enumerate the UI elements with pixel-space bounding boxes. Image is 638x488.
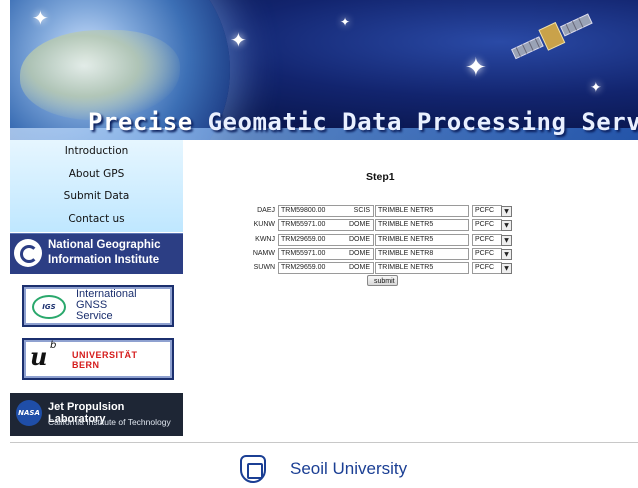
star-icon: ✦	[465, 53, 487, 83]
seoil-emblem-icon	[240, 455, 266, 483]
chevron-down-icon[interactable]: ▼	[501, 248, 512, 260]
jpl-name: Jet Propulsion Laboratory	[48, 401, 125, 425]
station-code: KWNJ	[255, 235, 275, 243]
radome-value: DOME	[349, 249, 370, 257]
bern-u-icon: u	[30, 342, 48, 371]
menu-item-about-gps[interactable]: About GPS	[68, 167, 125, 180]
igs-name-line3: Service	[76, 310, 113, 322]
receiver-input[interactable]: TRIMBLE NETR5	[375, 262, 469, 275]
antenna-value: TRM29659.00	[281, 235, 326, 243]
sidebar: Introduction About GPS Submit Data Conta…	[10, 140, 183, 440]
igs-name-line2: GNSS	[76, 299, 108, 311]
step-heading: Step1	[366, 171, 395, 183]
satellite-icon	[511, 13, 593, 60]
ngii-emblem-icon	[14, 239, 42, 267]
receiver-input[interactable]: TRIMBLE NETR8	[375, 247, 469, 260]
antenna-input[interactable]: TRM29659.00 DOME	[278, 233, 374, 246]
antenna-value: TRM29659.00	[281, 264, 326, 272]
banner-glow	[10, 128, 638, 140]
ngii-name-line2: Information Institute	[48, 254, 160, 266]
igs-name: International GNSS Service	[76, 289, 137, 322]
format-select[interactable]: PCFC	[472, 233, 502, 246]
format-select[interactable]: PCFC	[472, 219, 502, 232]
header-banner: ✦ ✦ ✦ ✦ ✦ Precise Geomatic Data Processi…	[10, 0, 638, 140]
chevron-down-icon[interactable]: ▼	[501, 220, 512, 232]
antenna-input[interactable]: TRM59800.00 SCIS	[278, 205, 374, 217]
radome-value: SCIS	[353, 207, 370, 214]
bern-logo-link[interactable]: u b UNIVERSITÄT BERN	[22, 338, 174, 380]
menu-item-submit-data[interactable]: Submit Data	[63, 190, 130, 202]
igs-name-line1: International	[76, 288, 137, 300]
igs-emblem-icon: IGS	[32, 295, 66, 319]
ngii-logo-link[interactable]: National Geographic Information Institut…	[10, 233, 183, 274]
university-name: Seoil University	[290, 459, 408, 478]
receiver-input[interactable]: TRIMBLE NETR5	[375, 205, 469, 217]
nasa-emblem-icon: NASA	[16, 400, 42, 426]
station-code: DAEJ	[257, 207, 275, 214]
bern-name-line2: BERN	[72, 360, 100, 370]
radome-value: DOME	[349, 221, 370, 229]
bern-name-line1: UNIVERSITÄT	[72, 350, 138, 360]
chevron-down-icon[interactable]: ▼	[501, 206, 512, 217]
format-select[interactable]: PCFC	[472, 205, 502, 217]
radome-value: DOME	[349, 264, 370, 272]
antenna-input[interactable]: TRM55971.00 DOME	[278, 247, 374, 260]
site-title-prefix: Precise	[88, 108, 193, 136]
jpl-logo-link[interactable]: NASA Jet Propulsion Laboratory Californi…	[10, 393, 183, 436]
chevron-down-icon[interactable]: ▼	[501, 263, 512, 275]
igs-logo-link[interactable]: IGS International GNSS Service	[22, 285, 174, 327]
radome-value: DOME	[349, 235, 370, 243]
station-code: KUNW	[253, 221, 275, 229]
receiver-input[interactable]: TRIMBLE NETR5	[375, 233, 469, 246]
globe-landmass	[20, 30, 180, 120]
antenna-value: TRM59800.00	[281, 207, 326, 214]
ngii-name: National Geographic Information Institut…	[48, 238, 160, 268]
antenna-input[interactable]: TRM55971.00 DOME	[278, 219, 374, 232]
star-icon: ✦	[590, 80, 602, 96]
antenna-value: TRM55971.00	[281, 249, 326, 257]
station-code: SUWN	[253, 264, 275, 272]
antenna-input[interactable]: TRM29659.00 DOME	[278, 262, 374, 275]
menu-item-contact-us[interactable]: Contact us	[68, 212, 125, 225]
footer-divider	[10, 442, 638, 443]
ngii-name-line1: National Geographic	[48, 239, 161, 251]
submit-button[interactable]: submit	[367, 275, 398, 286]
star-icon: ✦	[230, 28, 247, 52]
star-icon: ✦	[32, 6, 49, 30]
main-menu: Introduction About GPS Submit Data Conta…	[10, 140, 183, 232]
menu-item-introduction[interactable]: Introduction	[64, 145, 129, 157]
star-icon: ✦	[340, 15, 351, 29]
site-title-rest: Geomatic Data Processing Service	[207, 108, 638, 136]
station-code: NAMW	[252, 249, 275, 257]
antenna-value: TRM55971.00	[281, 221, 326, 229]
format-select[interactable]: PCFC	[472, 247, 502, 260]
bern-name: UNIVERSITÄT BERN	[72, 350, 138, 370]
bern-b-superscript: b	[50, 340, 57, 351]
chevron-down-icon[interactable]: ▼	[501, 234, 512, 246]
format-select[interactable]: PCFC	[472, 262, 502, 275]
jpl-subtitle: California Institute of Technology	[48, 417, 171, 427]
receiver-input[interactable]: TRIMBLE NETR5	[375, 219, 469, 232]
site-title: Precise Geomatic Data Processing Service	[88, 108, 638, 136]
